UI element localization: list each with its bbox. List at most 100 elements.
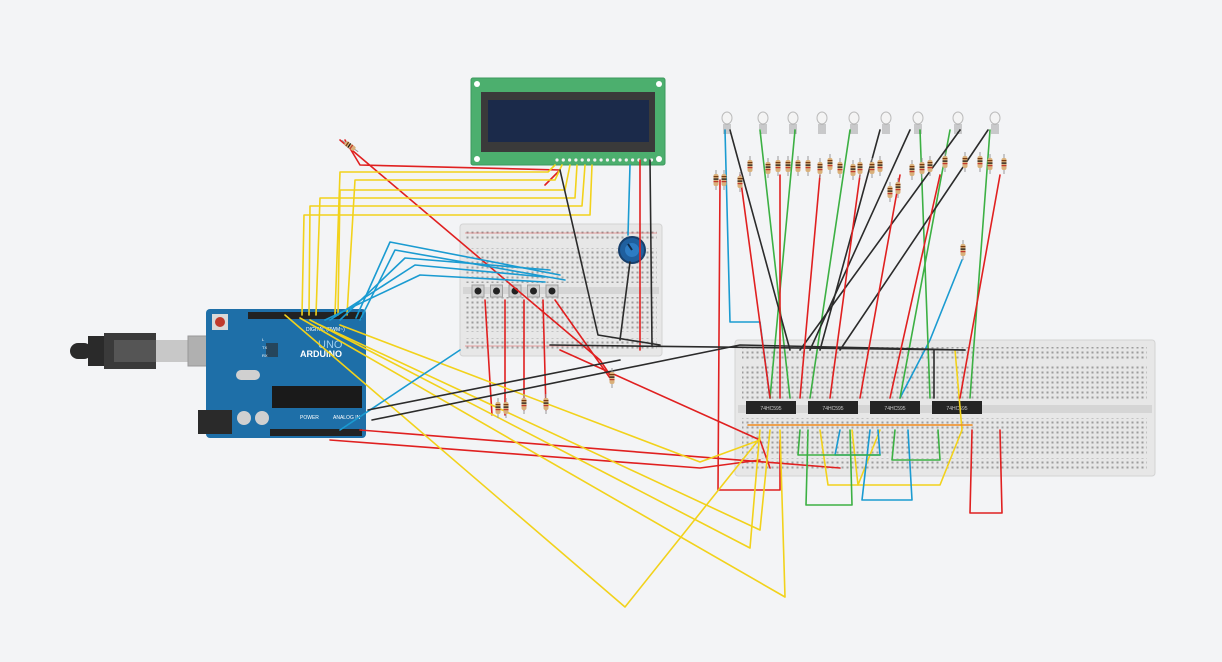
wire-blue[interactable]	[359, 249, 566, 321]
wire-red[interactable]	[859, 174, 901, 399]
wire-green[interactable]	[809, 129, 851, 399]
rgb-led[interactable]	[721, 111, 733, 125]
wire-red[interactable]	[554, 299, 611, 379]
resistor[interactable]	[962, 152, 968, 172]
wire-yellow[interactable]	[346, 164, 563, 316]
resistor[interactable]	[609, 368, 615, 388]
rgb-led[interactable]	[787, 111, 799, 125]
wire-black[interactable]	[619, 261, 631, 341]
resistor[interactable]	[765, 158, 771, 178]
wire-yellow[interactable]	[819, 349, 963, 486]
resistor[interactable]	[817, 158, 823, 178]
resistor[interactable]	[495, 398, 501, 418]
arduino-uno-board[interactable]: ARDUINO UNO DIGITAL (PWM~) POWER ANALOG …	[70, 309, 366, 438]
wire-red[interactable]	[829, 174, 861, 399]
resistor[interactable]	[543, 394, 549, 414]
resistor[interactable]	[877, 156, 883, 176]
resistor[interactable]	[521, 394, 527, 414]
rgb-led[interactable]	[848, 111, 860, 125]
wire-black[interactable]	[549, 344, 966, 351]
wire-red[interactable]	[799, 174, 821, 399]
resistor[interactable]	[987, 154, 993, 174]
shift-register-2[interactable]: 74HC595	[808, 401, 858, 414]
wire-yellow[interactable]	[309, 319, 761, 549]
wire-green[interactable]	[891, 429, 941, 461]
wire-red[interactable]	[889, 174, 941, 399]
resistor[interactable]	[887, 182, 893, 202]
wire-yellow[interactable]	[301, 164, 593, 316]
rgb-led[interactable]	[816, 111, 828, 125]
wire-yellow[interactable]	[337, 164, 571, 316]
resistor[interactable]	[909, 160, 915, 180]
wire-yellow[interactable]	[851, 429, 881, 486]
wire-yellow[interactable]	[308, 164, 586, 316]
resistor[interactable]	[747, 156, 753, 176]
wire-black[interactable]	[649, 159, 653, 346]
wire-green[interactable]	[759, 129, 791, 399]
resistor[interactable]	[737, 172, 743, 192]
resistor[interactable]	[340, 138, 359, 154]
wire-yellow[interactable]	[315, 164, 578, 316]
resistor[interactable]	[827, 154, 833, 174]
wire-red[interactable]	[542, 299, 547, 411]
wire-black[interactable]	[809, 129, 911, 351]
resistor[interactable]	[775, 156, 781, 176]
wire-red[interactable]	[359, 429, 841, 469]
resistor[interactable]	[805, 156, 811, 176]
potentiometer[interactable]	[618, 236, 646, 264]
rgb-led-group[interactable]	[721, 111, 1001, 134]
shift-register-4[interactable]: 74HC595	[932, 401, 982, 414]
resistor[interactable]	[942, 152, 948, 172]
wire-blue[interactable]	[324, 274, 546, 321]
rgb-led[interactable]	[989, 111, 1001, 125]
resistor[interactable]	[857, 158, 863, 178]
wire-blue[interactable]	[861, 429, 913, 501]
rgb-led[interactable]	[880, 111, 892, 125]
resistor[interactable]	[960, 240, 966, 260]
shift-register-1[interactable]: 74HC595	[746, 401, 796, 414]
resistor[interactable]	[919, 158, 925, 178]
shift-register-3[interactable]: 74HC595	[870, 401, 920, 414]
resistor[interactable]	[503, 398, 509, 418]
wire-red[interactable]	[739, 174, 771, 399]
resistor[interactable]	[1001, 154, 1007, 174]
rgb-led[interactable]	[912, 111, 924, 125]
wire-red[interactable]	[717, 179, 781, 491]
wire-yellow[interactable]	[339, 324, 761, 463]
resistor[interactable]	[895, 178, 901, 198]
resistor[interactable]	[795, 156, 801, 176]
wire-green[interactable]	[969, 129, 991, 399]
wire-blue[interactable]	[627, 164, 631, 236]
wire-yellow[interactable]	[334, 164, 556, 316]
wire-black[interactable]	[729, 129, 791, 351]
wire-green[interactable]	[797, 429, 881, 456]
resistor[interactable]	[713, 170, 719, 190]
wire-green[interactable]	[805, 429, 853, 506]
breadboard-small[interactable]	[459, 223, 663, 357]
resistor[interactable]	[850, 160, 856, 180]
wire-green[interactable]	[769, 129, 796, 399]
resistor[interactable]	[785, 156, 791, 176]
wire-yellow[interactable]	[284, 314, 761, 608]
rgb-led[interactable]	[757, 111, 769, 125]
rgb-led[interactable]	[952, 111, 964, 125]
wire-yellow[interactable]	[319, 324, 771, 531]
wire-red[interactable]	[969, 429, 1003, 514]
resistor[interactable]	[837, 158, 843, 178]
wire-blue[interactable]	[329, 264, 546, 321]
resistor[interactable]	[869, 158, 875, 178]
wire-black[interactable]	[559, 169, 661, 346]
wire-yellow[interactable]	[299, 317, 786, 598]
resistor[interactable]	[721, 170, 727, 190]
pushbutton-group[interactable]	[471, 284, 559, 298]
lcd-display[interactable]	[470, 77, 666, 166]
resistor[interactable]	[977, 152, 983, 172]
wire-blue[interactable]	[899, 259, 963, 399]
resistor[interactable]	[927, 156, 933, 176]
wire-red[interactable]	[959, 174, 1001, 399]
wire-red[interactable]	[344, 139, 561, 186]
wire-blue[interactable]	[339, 349, 461, 431]
resistor-group[interactable]	[340, 138, 1007, 418]
wire-black[interactable]	[367, 359, 621, 411]
